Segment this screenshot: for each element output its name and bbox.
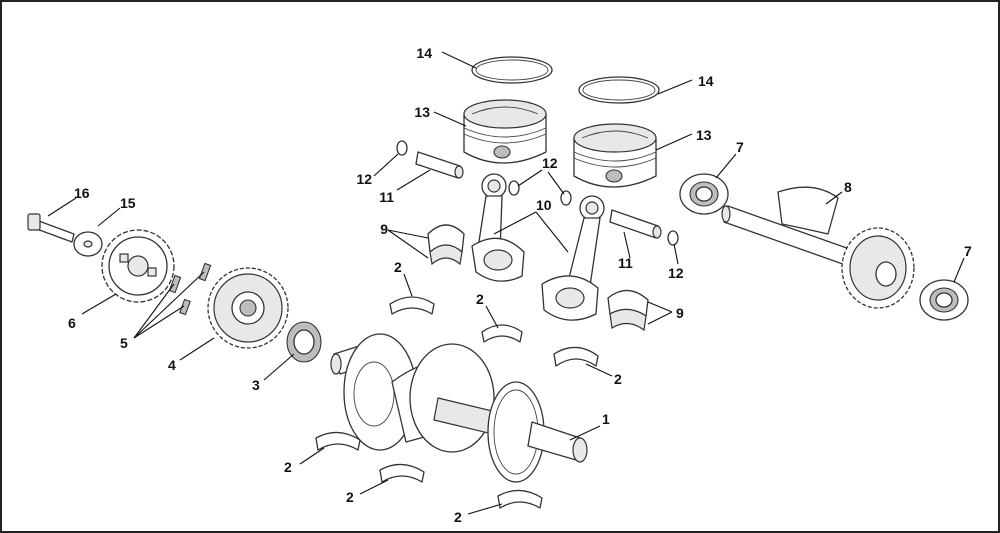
callout-2-c: 2	[614, 371, 622, 387]
callout-9-left: 9	[380, 221, 388, 237]
callout-12-right: 12	[668, 265, 684, 281]
callout-6: 6	[68, 315, 76, 331]
main-bearing-shell-f	[497, 489, 543, 509]
callout-7-right: 7	[964, 243, 972, 259]
piston-pin-left	[415, 151, 464, 179]
circlip-center-a	[508, 180, 520, 196]
washer	[73, 231, 103, 257]
balancer-shaft	[721, 186, 915, 309]
piston-ring-right	[578, 76, 660, 104]
callout-14-right: 14	[698, 73, 714, 89]
callout-8: 8	[844, 179, 852, 195]
callout-2-b: 2	[476, 291, 484, 307]
callout-11-right: 11	[618, 255, 633, 271]
callout-2-a: 2	[394, 259, 402, 275]
circlip-right	[667, 230, 679, 246]
main-bearing-shell-a	[389, 296, 435, 315]
callout-3: 3	[252, 377, 260, 393]
connecting-rod-right	[541, 195, 605, 321]
callout-5: 5	[120, 335, 128, 351]
dowel-pins	[168, 262, 212, 316]
callout-1: 1	[602, 411, 610, 427]
callout-10: 10	[536, 197, 552, 213]
circlip-left	[396, 140, 408, 156]
piston-right	[573, 123, 657, 188]
callout-14-left: 14	[416, 45, 432, 61]
needle-bearing	[286, 321, 322, 363]
ball-bearing-right	[919, 279, 969, 321]
callout-12-center: 12	[542, 155, 558, 171]
sprocket	[101, 229, 175, 303]
callout-2-e: 2	[346, 489, 354, 505]
callout-4: 4	[168, 357, 176, 373]
piston-pin-right	[609, 209, 662, 239]
rod-bearing-left	[427, 224, 465, 266]
callout-7-left: 7	[736, 139, 744, 155]
main-bearing-shell-c	[553, 346, 599, 367]
piston-left	[463, 99, 547, 164]
callout-9-right: 9	[676, 305, 684, 321]
leader-lines	[47, 51, 965, 515]
callout-16: 16	[74, 185, 90, 201]
callout-2-d: 2	[284, 459, 292, 475]
main-bearing-shell-d	[315, 431, 361, 451]
main-bearing-shell-b	[481, 324, 523, 343]
crankshaft	[330, 333, 588, 483]
ball-bearing-left	[679, 173, 729, 215]
main-bearing-shell-e	[379, 463, 425, 483]
callout-13-right: 13	[696, 127, 712, 143]
circlip-center-b	[560, 190, 572, 206]
callout-13-left: 13	[414, 104, 430, 120]
callout-15: 15	[120, 195, 136, 211]
bolt	[27, 213, 75, 243]
rod-bearing-right	[607, 289, 649, 332]
connecting-rod-left	[471, 173, 525, 282]
callout-11-left: 11	[379, 189, 394, 205]
piston-ring-left	[471, 56, 553, 84]
drive-gear	[207, 267, 289, 349]
callout-12-left: 12	[356, 171, 372, 187]
callout-2-f: 2	[454, 509, 462, 525]
